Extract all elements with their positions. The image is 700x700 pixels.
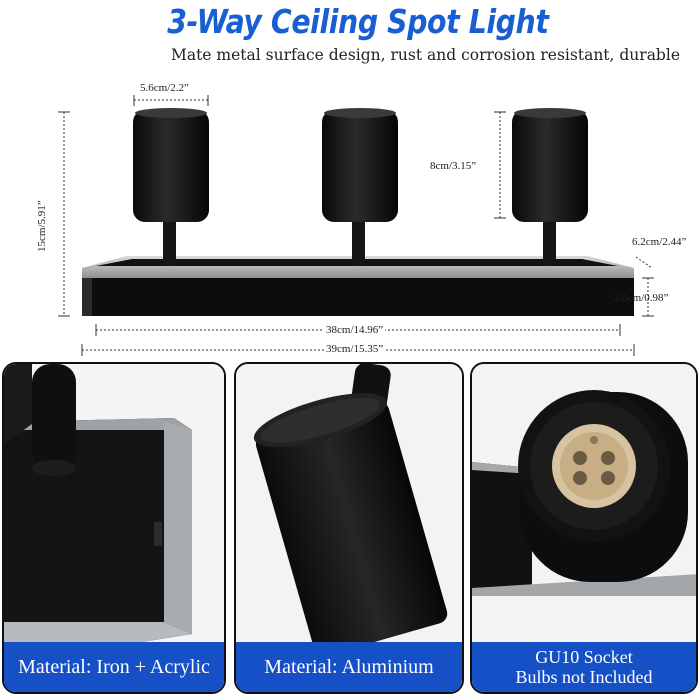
caption-gu10-line2: Bulbs not Included bbox=[515, 667, 653, 687]
panel-material-aluminium: Material: Aluminium bbox=[234, 362, 464, 694]
stem-middle bbox=[352, 216, 365, 266]
dim-head-height: 8cm/3.15” bbox=[430, 160, 477, 172]
caption-material-aluminium: Material: Aluminium bbox=[236, 642, 462, 692]
stem-right bbox=[543, 216, 556, 266]
subtitle: Mate metal surface design, rust and corr… bbox=[170, 46, 680, 64]
spot-head-right bbox=[512, 108, 588, 222]
panel-material-iron: Material: Iron + Acrylic bbox=[2, 362, 226, 694]
dim-inner-length: 38cm/14.96” bbox=[324, 324, 386, 336]
base-closeup-image bbox=[4, 364, 224, 692]
head-closeup-image bbox=[236, 364, 462, 692]
spot-head-middle bbox=[322, 108, 398, 222]
dim-total-height: 15cm/5.91” bbox=[36, 200, 48, 252]
product-diagram bbox=[58, 95, 654, 356]
dim-base-depth: 6.2cm/2.44” bbox=[632, 236, 687, 248]
caption-gu10-line1: GU10 Socket bbox=[535, 647, 633, 667]
panel-gu10-socket: GU10 Socket Bulbs not Included bbox=[470, 362, 698, 694]
spot-head-left bbox=[133, 108, 209, 222]
caption-gu10-socket: GU10 Socket Bulbs not Included bbox=[472, 642, 696, 692]
caption-material-iron: Material: Iron + Acrylic bbox=[4, 642, 224, 692]
dim-base-thickness: 2.5cm/0.98” bbox=[614, 292, 669, 304]
stem-left bbox=[163, 216, 176, 266]
dim-total-length: 39cm/15.35” bbox=[324, 343, 386, 355]
title: 3-Way Ceiling Spot Light bbox=[167, 2, 549, 41]
dim-head-diameter: 5.6cm/2.2” bbox=[140, 82, 189, 94]
socket-closeup-image bbox=[472, 364, 696, 692]
base-plate bbox=[82, 256, 634, 316]
